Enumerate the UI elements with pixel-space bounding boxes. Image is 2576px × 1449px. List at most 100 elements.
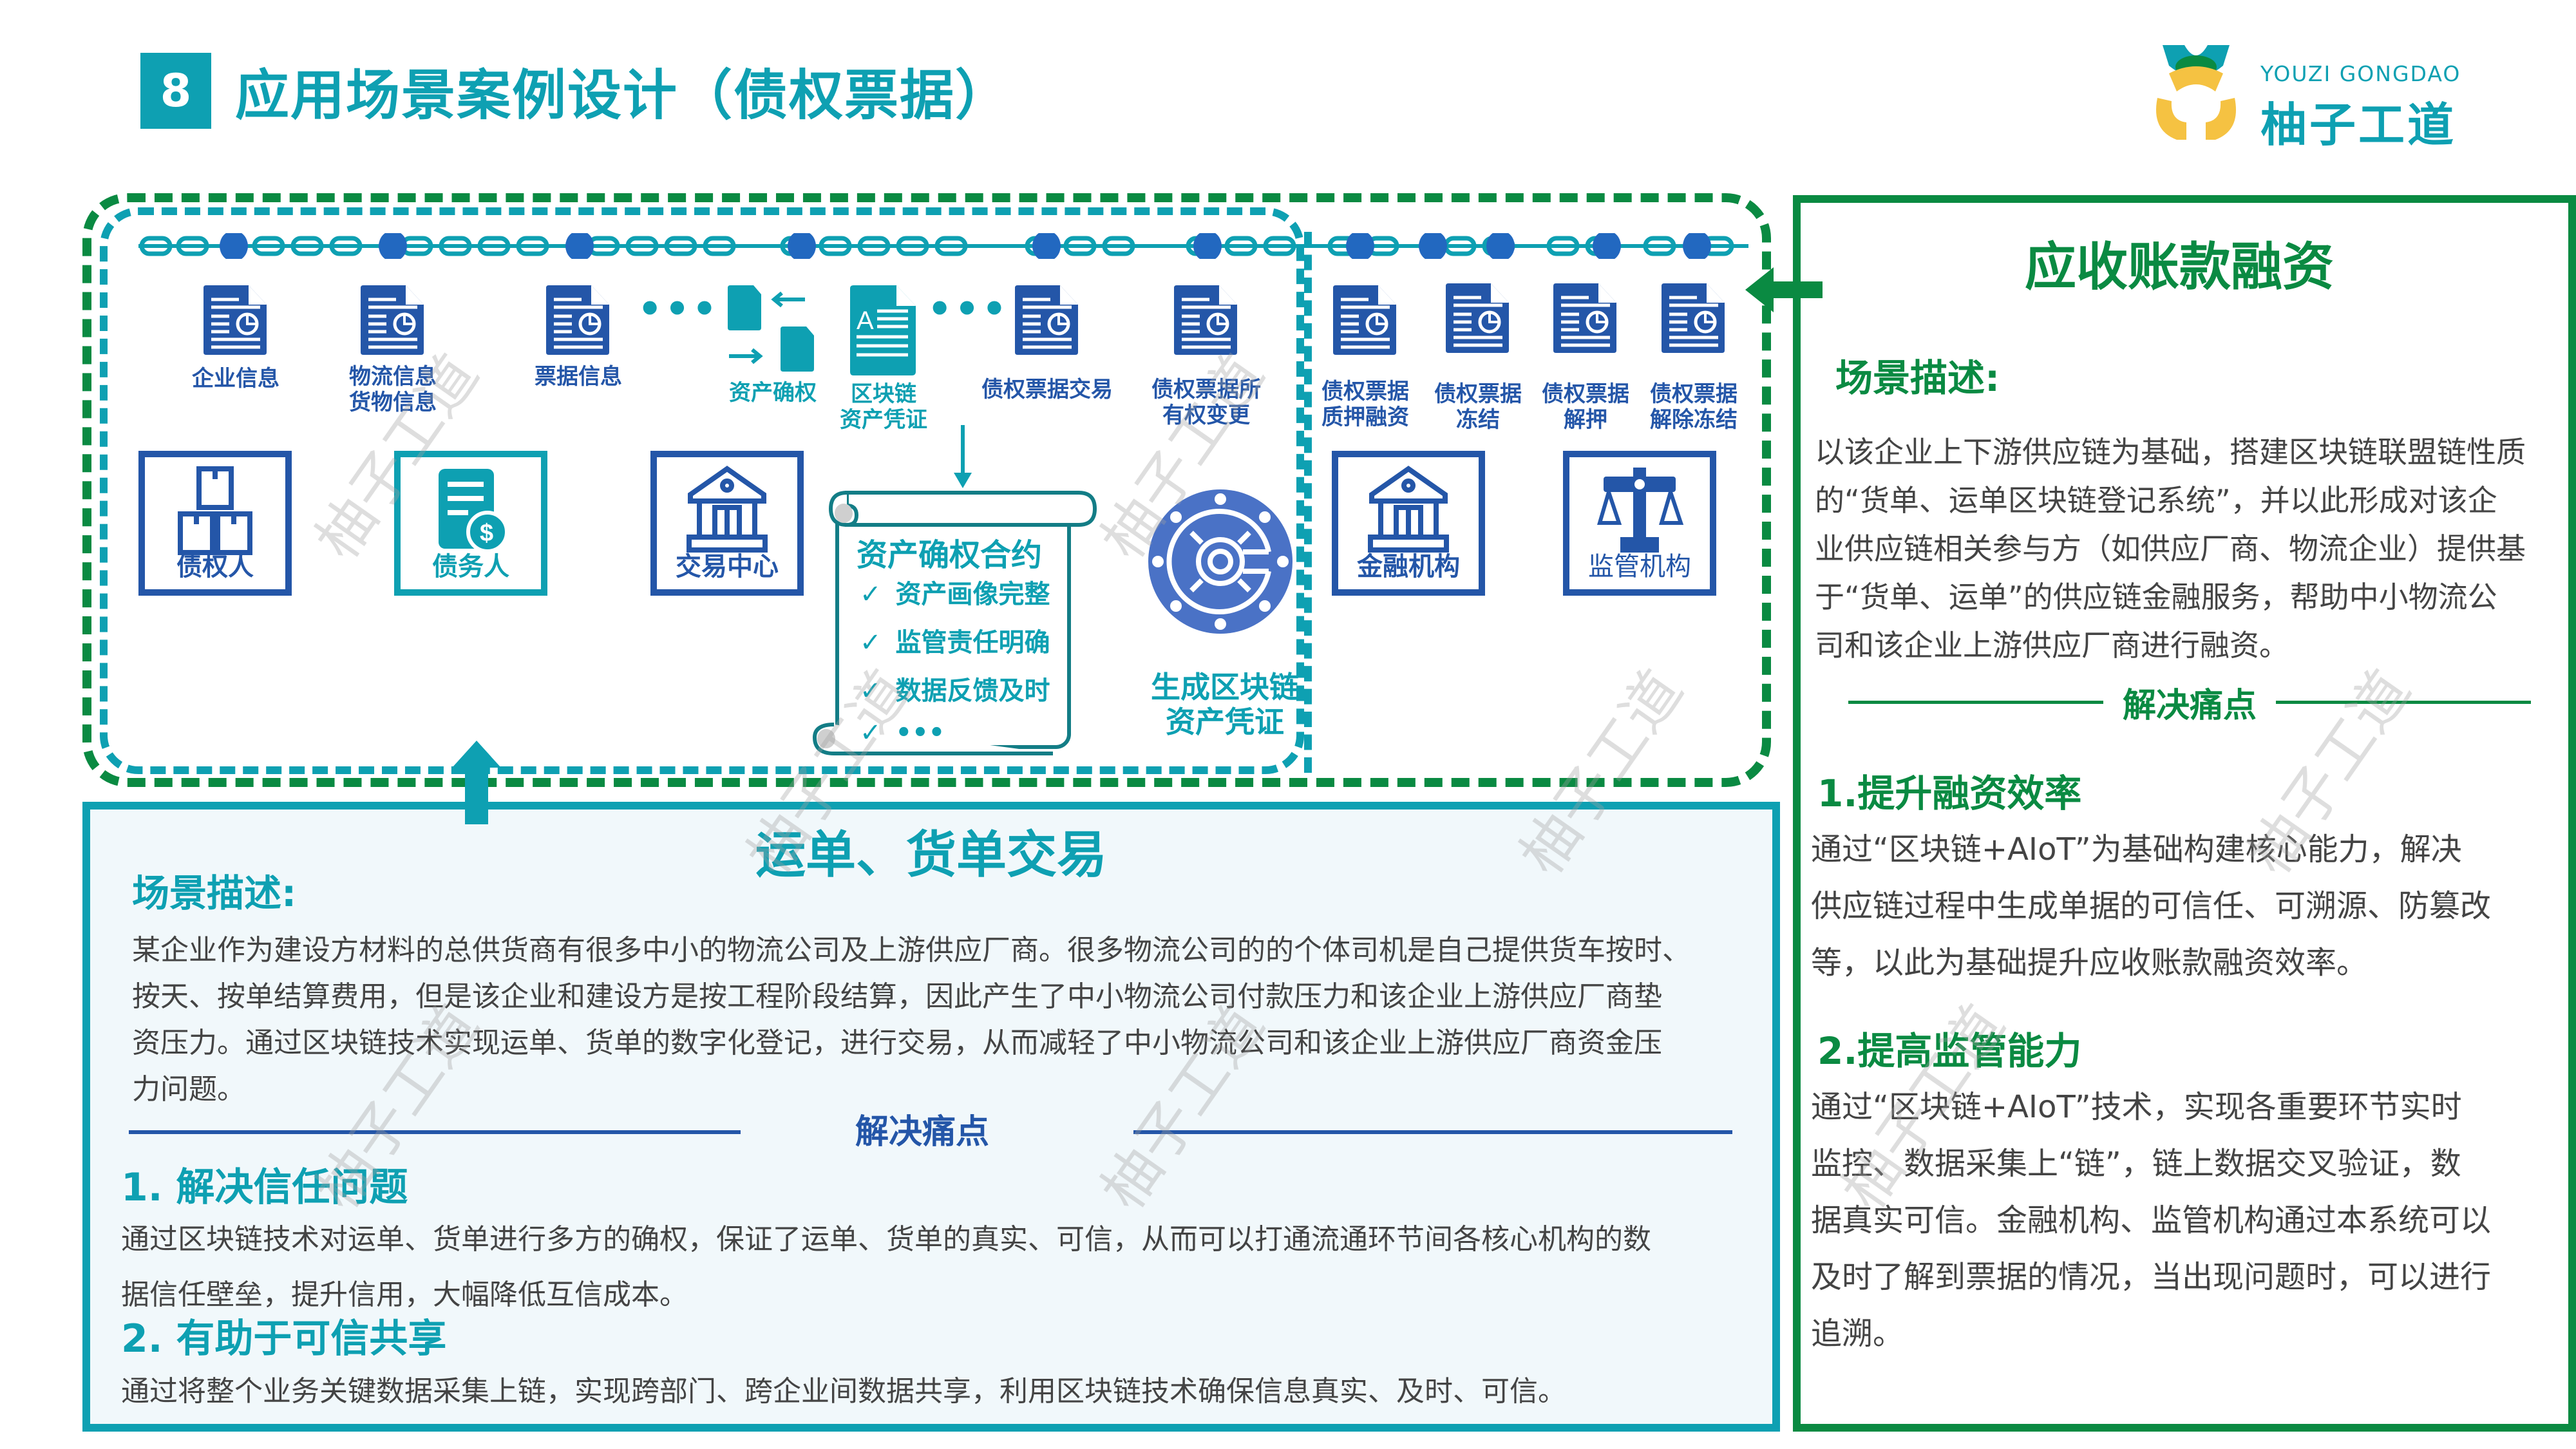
- point-body: 通过“区块链+AIoT”为基础构建核心能力，解决 供应链过程中生成单据的可信任、…: [1811, 821, 2545, 991]
- label-line: 债权票据所: [1151, 377, 1261, 402]
- waybill-trade-panel: [82, 802, 1780, 1432]
- justice-scale-icon: [1597, 468, 1684, 553]
- label-line: 资产凭证: [840, 407, 927, 433]
- text-line: 业供应链相关参与方（如供应厂商、物流企业）提供基: [1815, 531, 2526, 566]
- contract-scroll-icon: [812, 491, 1097, 755]
- chain-cert-label: 区块链 资产凭证: [826, 381, 942, 433]
- receivables-financing-panel: [1793, 195, 2576, 1432]
- text-line: 通过将整个业务关键数据采集上链，实现跨部门、跨企业间数据共享，利用区块链技术确保…: [121, 1375, 1566, 1408]
- arrow-down-icon: [954, 425, 972, 488]
- contract-item: ✓监管责任明确: [860, 621, 1050, 659]
- point-body: 通过将整个业务关键数据采集上链，实现跨部门、跨企业间数据共享，利用区块链技术确保…: [121, 1364, 1770, 1419]
- invoice-dollar-icon: $: [439, 469, 509, 553]
- contract-item: ✓资产画像完整: [860, 573, 1050, 611]
- logo-text-en: YOUZI GONGDAO: [2260, 61, 2461, 86]
- role-financial-institution[interactable]: 金融机构: [1332, 451, 1485, 596]
- role-creditor[interactable]: 债权人: [138, 451, 292, 596]
- ellipsis-icon: •••: [638, 287, 720, 332]
- doc-label-unfreeze: 债权票据 解除冻结: [1636, 381, 1752, 433]
- point-heading: 1. 解决信任问题: [121, 1165, 408, 1210]
- receivables-scene-label: 场景描述:: [1835, 356, 2000, 400]
- text-line: 力问题。: [132, 1073, 245, 1106]
- contract-item-text: •••: [895, 718, 945, 748]
- asset-exchange-icon: [728, 285, 814, 372]
- text-line: 通过区块链技术对运单、货单进行多方的确权，保证了运单、货单的真实、可信，从而可以…: [121, 1223, 1651, 1256]
- point-heading: 1.提升融资效率: [1817, 772, 2082, 815]
- role-label: 债务人: [432, 552, 509, 582]
- text-line: 据真实可信。金融机构、监管机构通过本系统可以: [1811, 1202, 2492, 1238]
- check-icon: ✓: [860, 628, 882, 658]
- doc-label-release-pledge: 债权票据 解押: [1528, 381, 1643, 433]
- divider-line: [1848, 700, 2103, 704]
- role-label: 交易中心: [676, 552, 779, 582]
- point-body: 通过区块链技术对运单、货单进行多方的确权，保证了运单、货单的真实、可信，从而可以…: [121, 1212, 1770, 1323]
- document-chart-icon: [1015, 285, 1078, 355]
- text-line: 以该企业上下游供应链为基础，搭建区块链联盟链性质: [1815, 435, 2526, 469]
- document-chart-icon: [1174, 285, 1237, 355]
- page-title: 应用场景案例设计（债权票据）: [235, 63, 1011, 127]
- svg-text:$: $: [480, 520, 493, 547]
- doc-label-enterprise-info: 企业信息: [192, 366, 279, 392]
- label-line: 解除冻结: [1650, 407, 1738, 433]
- text-line: 通过“区块链+AIoT”技术，实现各重要环节实时: [1811, 1089, 2462, 1125]
- check-icon: ✓: [860, 718, 882, 748]
- teal-divider-line: [1304, 232, 1312, 773]
- doc-label-logistics-info: 物流信息 货物信息: [328, 364, 457, 415]
- section-number-badge: 8: [140, 53, 211, 129]
- waybill-panel-title: 运单、货单交易: [755, 826, 1107, 884]
- arrow-up-icon: [452, 741, 501, 824]
- role-label: 监管机构: [1588, 552, 1691, 582]
- contract-item-text: 数据反馈及时: [895, 676, 1050, 706]
- text-line: 及时了解到票据的情况，当出现问题时，可以进行: [1811, 1259, 2492, 1295]
- svg-text:A: A: [857, 307, 874, 335]
- document-chart-icon: [1553, 283, 1616, 353]
- pain-label: 解决痛点: [855, 1113, 990, 1151]
- doc-label-freeze: 债权票据 冻结: [1420, 381, 1536, 433]
- label-line: 债权票据: [1650, 381, 1738, 407]
- outer-green-dashed-frame: [82, 193, 1771, 787]
- role-regulator[interactable]: 监管机构: [1563, 451, 1716, 596]
- label-line: 资产凭证: [1166, 705, 1284, 739]
- doc-label-pledge-financing: 债权票据 质押融资: [1307, 379, 1423, 430]
- logo-text-cn: 柚子工道: [2260, 98, 2457, 152]
- label-line: 区块链: [851, 381, 916, 407]
- arrow-left-icon: [1745, 267, 1823, 312]
- divider-line: [1133, 1130, 1732, 1134]
- label-line: 有权变更: [1162, 402, 1250, 428]
- label-line: 生成区块链: [1151, 670, 1299, 705]
- vault-label: 生成区块链 资产凭证: [1128, 670, 1321, 739]
- document-chart-icon: [546, 285, 609, 355]
- check-icon: ✓: [860, 676, 882, 706]
- text-line: 资压力。通过区块链技术实现运单、货单的数字化登记，进行交易，从而减轻了中小物流公…: [132, 1027, 1662, 1059]
- text-line: 按天、按单结算费用，但是该企业和建设方是按工程阶段结算，因此产生了中小物流公司付…: [132, 980, 1662, 1013]
- text-line: 据信任壁垒，提升信用，大幅降低互信成本。: [121, 1278, 688, 1311]
- point-heading: 2.提高监管能力: [1817, 1029, 2082, 1073]
- contract-item: ✓ •••: [860, 718, 945, 748]
- document-chart-icon: [361, 285, 424, 355]
- text-line: 追溯。: [1811, 1316, 1904, 1352]
- text-line: 某企业作为建设方材料的总供货商有很多中小的物流公司及上游供应厂商。很多物流公司的…: [132, 934, 1690, 967]
- point-heading: 2. 有助于可信共享: [121, 1316, 447, 1361]
- divider-line: [2276, 700, 2532, 704]
- label-line: 冻结: [1456, 407, 1500, 433]
- role-debtor[interactable]: $ 债务人: [394, 451, 547, 596]
- role-trading-center[interactable]: 交易中心: [650, 451, 804, 596]
- contract-title: 资产确权合约: [857, 537, 1043, 573]
- asset-confirm-label: 资产确权: [729, 380, 817, 406]
- label-line: 物流信息: [349, 364, 437, 390]
- label-line: 质押融资: [1321, 404, 1409, 430]
- waybill-scene-text: 某企业作为建设方材料的总供货商有很多中小的物流公司及上游供应厂商。很多物流公司的…: [132, 927, 1768, 1113]
- boxes-icon: [178, 466, 252, 555]
- contract-item: ✓ 数据反馈及时: [860, 670, 1050, 707]
- label-line: 债权票据: [1434, 381, 1522, 407]
- document-chart-icon: [1662, 283, 1725, 353]
- check-icon: ✓: [860, 580, 882, 609]
- label-line: 债权票据: [1542, 381, 1629, 407]
- text-line: 通过“区块链+AIoT”为基础构建核心能力，解决: [1811, 831, 2462, 867]
- receivables-panel-title: 应收账款融资: [2025, 237, 2334, 297]
- bank-building-icon: [687, 466, 768, 553]
- receivables-pain-divider: 解决痛点: [1848, 683, 2532, 725]
- inner-teal-dashed-frame: [100, 207, 1304, 774]
- role-label: 金融机构: [1357, 552, 1460, 582]
- text-line: 监控、数据采集上“链”，链上数据交叉验证，数: [1811, 1146, 2461, 1182]
